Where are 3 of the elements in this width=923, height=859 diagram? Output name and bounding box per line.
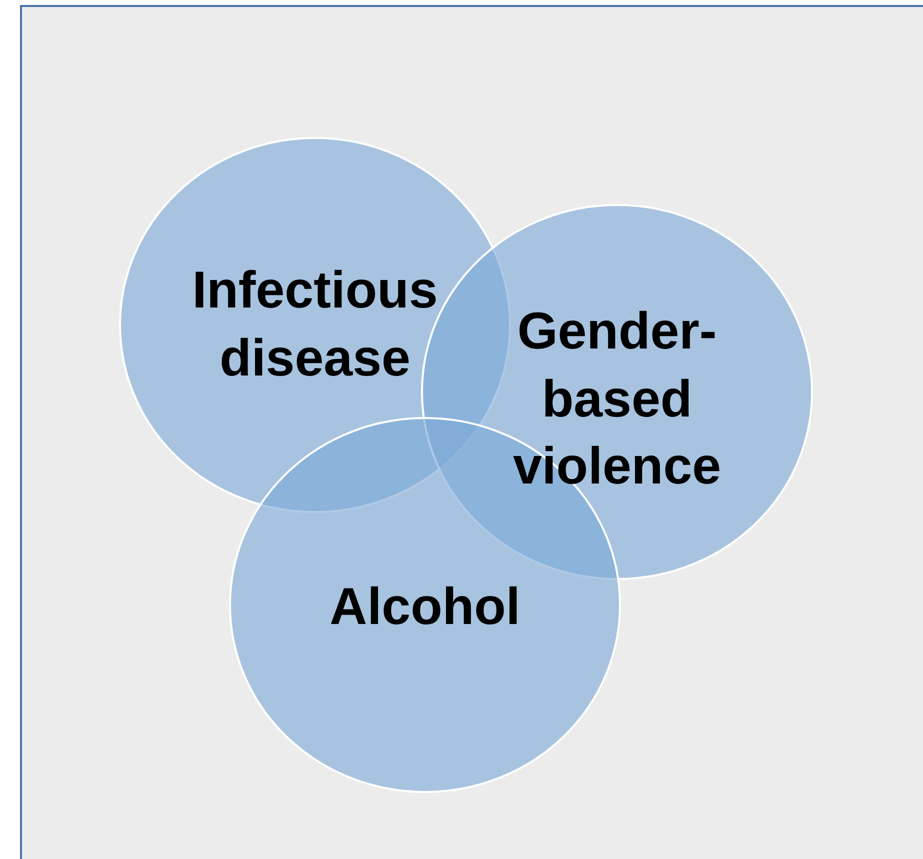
circle-label: Infectious disease bbox=[191, 260, 439, 389]
circle-label: Gender-based violence bbox=[512, 302, 722, 498]
circle-label: Alcohol bbox=[328, 577, 522, 638]
